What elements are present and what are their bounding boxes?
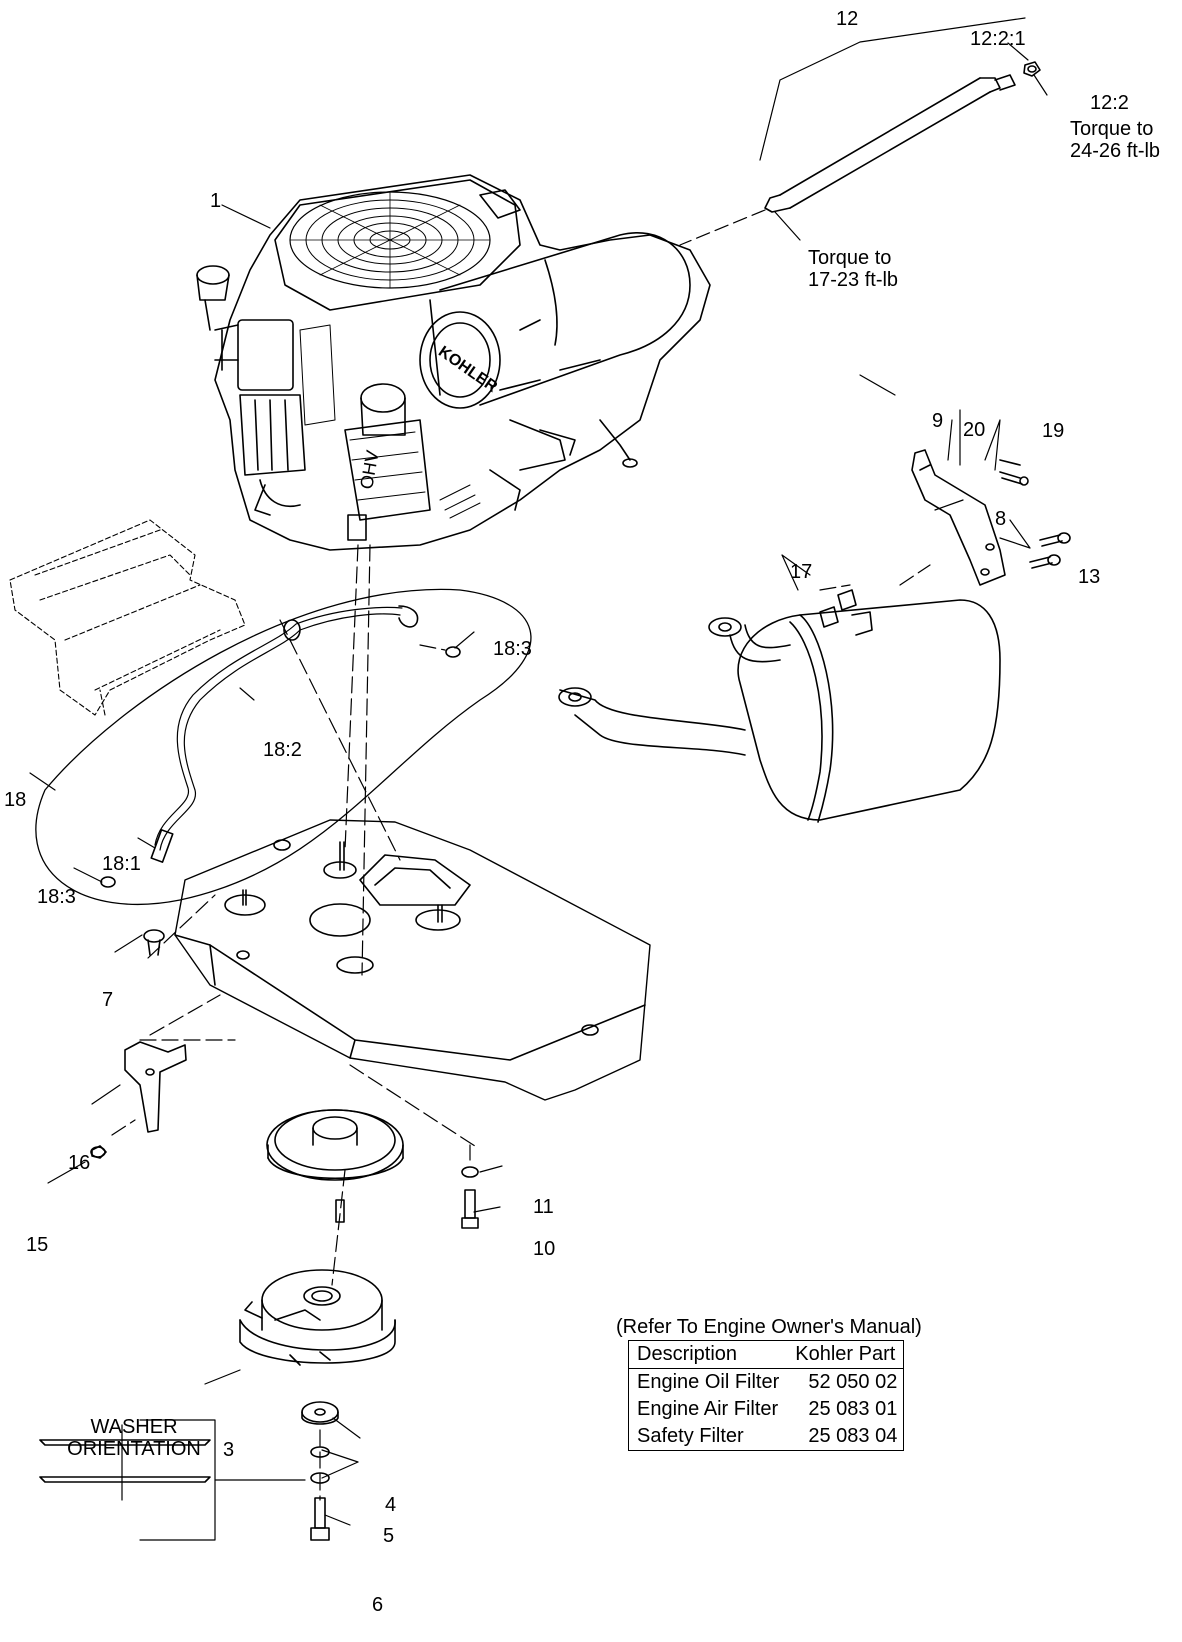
pin-7 [143,929,165,956]
row-part-number: 25 083 01 [808,1398,898,1420]
row-part-number: 25 083 04 [808,1425,898,1447]
callout-12-2-1: 12:2:1 [970,28,1026,50]
filter-part-table: Description Kohler Part Engine Oil Filte… [628,1340,905,1451]
row-description: Engine Oil Filter [637,1371,780,1393]
washer-orientation-title: WASHER ORIENTATION [44,1416,224,1460]
torque-note-upper: Torque to 24-26 ft-lb [1070,118,1180,162]
tube-assembly-12 [679,17,1041,246]
muffler-bracket-8 [911,449,1071,586]
washer-orientation-line1: WASHER [90,1416,178,1438]
callout-16: 16 [68,1152,91,1174]
row-part-number: 52 050 02 [808,1371,898,1393]
washer-orientation-detail [39,1419,306,1541]
callout-7: 7 [102,989,114,1011]
table-row: Safety Filter 25 083 04 [629,1423,904,1451]
callout-20: 20 [963,419,986,441]
callout-18-1: 18:1 [102,853,141,875]
table-row: Engine Oil Filter 52 050 02 [629,1369,904,1397]
clutch-bracket-16 [90,1041,187,1159]
callout-19: 19 [1042,420,1065,442]
muffler-9 [558,589,1001,823]
callout-18-2: 18:2 [263,739,302,761]
leader-lines [29,42,1048,1526]
table-row: Engine Air Filter 25 083 01 [629,1396,904,1423]
callout-9: 9 [932,410,944,432]
callout-3: 3 [223,1439,235,1461]
callout-8: 8 [995,508,1007,530]
ohv-mark: OHV [356,449,382,491]
callout-15: 15 [26,1234,49,1256]
callout-6: 6 [372,1594,384,1616]
torque-note-lower-line2: 17-23 ft-lb [808,269,899,291]
callout-11: 11 [533,1196,554,1218]
callout-13: 13 [1078,566,1101,588]
row-description: Engine Air Filter [637,1398,779,1420]
callout-18: 18 [4,789,27,811]
torque-note-upper-line1: Torque to [1070,118,1154,140]
row-description: Safety Filter [637,1425,744,1447]
header-description: Description [628,1340,788,1369]
filter-table-header-row: Description Kohler Part [628,1340,904,1369]
engine-pulley [266,1109,404,1223]
callout-12: 12 [836,8,859,30]
filter-table-caption: (Refer To Engine Owner's Manual) [616,1316,922,1338]
callout-4: 4 [385,1494,397,1516]
torque-note-lower-line1: Torque to [808,247,892,269]
callout-5: 5 [383,1525,395,1547]
callout-10: 10 [533,1238,556,1260]
electric-clutch-3 [239,1269,396,1366]
assembly-centerlines [111,544,931,1501]
battery-tray-phantom [9,519,246,716]
washer-orientation-line2: ORIENTATION [67,1438,201,1460]
callout-17: 17 [790,561,813,583]
callout-18-3-upper: 18:3 [493,638,532,660]
callout-1: 1 [210,190,222,212]
kohler-logo: KOHLER [435,343,500,396]
engine-assembly: OHV KOHLER [196,174,711,551]
callout-12-2: 12:2 [1090,92,1129,114]
torque-note-upper-line2: 24-26 ft-lb [1070,140,1161,162]
torque-note-lower: Torque to 17-23 ft-lb [808,247,898,291]
bolt-10-washer-11 [461,1166,479,1229]
clutch-hardware [301,1401,339,1541]
engine-deck-plate [174,819,651,1101]
callout-18-3-lower: 18:3 [37,886,76,908]
header-kohler-part: Kohler Part [787,1340,904,1369]
fuel-line-18 [35,588,532,905]
